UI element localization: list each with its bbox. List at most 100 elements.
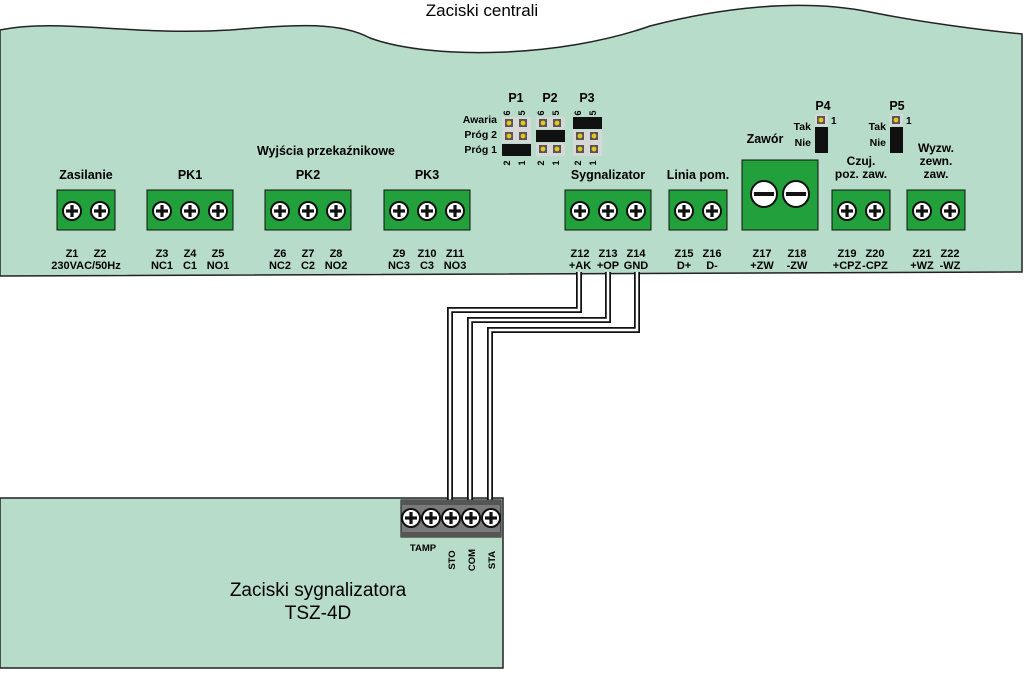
pk2-label: PK2 [296,168,320,182]
terminal-z15: Z15 [675,248,694,260]
terminal-z14-function: GND [624,260,649,272]
power-label: Zasilanie [59,168,113,182]
jumper-row-prog2: Próg 2 [464,129,497,141]
terminal-z16: Z16 [703,248,722,260]
terminal-z11-function: NO3 [444,260,467,272]
terminal-z6-function: NC2 [269,260,291,272]
terminal-z1: Z1 [66,248,79,260]
jumper-p2-pin2: 2 [536,160,546,165]
siren-board-title-1: Zaciski sygnalizatora [230,580,407,601]
jumper-p4-tak: Tak [794,121,811,133]
terminal-z21: Z21 [913,248,932,260]
jumper-p5[interactable]: P5 Tak Nie 1 [869,99,912,153]
terminal-z10: Z10 [418,248,437,260]
terminal-block-power [56,189,116,231]
jumper-p3-pin2: 2 [573,160,583,165]
valve-label: Zawór [747,132,784,146]
terminal-z10-function: C3 [420,260,434,272]
diagram-title: Zaciski centrali [426,1,538,20]
terminal-block-pk2 [264,189,352,231]
terminal-z21-function: +WZ [910,260,934,272]
terminal-block-sensor [831,189,891,231]
jumper-p2-pin6: 6 [536,110,546,115]
terminal-z7: Z7 [302,248,315,260]
terminal-z20-function: -CPZ [862,260,888,272]
terminal-z16-function: D- [706,260,718,272]
jumper-p3-pin1: 1 [588,160,598,165]
terminal-z5: Z5 [212,248,225,260]
terminal-z4-function: C1 [183,260,197,272]
terminal-z6: Z6 [274,248,287,260]
terminal-z15-function: D+ [677,260,691,272]
siren-terminal-sto: STO [447,550,458,569]
sensor-label-2: poz. zaw. [835,167,887,181]
jumper-row-prog1: Próg 1 [464,144,497,156]
terminal-z7-function: C2 [301,260,315,272]
terminal-z11: Z11 [446,248,464,260]
terminal-z1-function: 230VAC/50Hz [51,260,121,272]
jumper-p5-label: P5 [889,99,904,113]
terminal-z22-function: -WZ [940,260,961,272]
terminal-z3: Z3 [156,248,169,260]
pk3-label: PK3 [415,168,439,182]
terminal-z9-function: NC3 [388,260,410,272]
jumper-p2[interactable]: P2 6 5 2 1 [536,91,565,166]
siren-terminal-sta: STA [487,551,498,569]
jumper-p3-pin5: 5 [588,110,598,115]
jumper-p1-label: P1 [508,91,523,105]
terminal-z8: Z8 [330,248,343,260]
outputs-label: Wyjścia przekaźnikowe [257,144,395,158]
terminal-z20: Z20 [866,248,885,260]
jumper-p5-one: 1 [906,116,912,127]
terminal-block-pk1 [146,189,234,231]
terminal-z3-function: NC1 [151,260,173,272]
terminal-block-line [668,189,728,231]
terminal-z19-function: +CPZ [833,260,862,272]
terminal-z13: Z13 [599,248,618,260]
terminal-z13-function: +OP [597,260,619,272]
jumper-p1-pin6: 6 [502,110,512,115]
jumper-p4-one: 1 [831,116,837,127]
jumper-p1-pin1: 1 [517,160,527,165]
ext-label-1: Wyzw. [918,141,954,155]
terminal-z4: Z4 [184,248,198,260]
terminal-z12: Z12 [571,248,590,260]
jumper-p1-pin5: 5 [517,110,527,115]
siren-terminal-block [400,499,502,538]
pk1-label: PK1 [178,168,202,182]
terminal-z19: Z19 [838,248,857,260]
terminal-z17-function: +ZW [750,260,774,272]
siren-terminal-com: COM [467,549,478,571]
terminal-block-pk3 [383,189,471,231]
terminal-block-valve [741,159,819,231]
jumper-p3[interactable]: P3 6 5 2 1 [573,91,602,166]
terminal-z18: Z18 [788,248,807,260]
terminal-z5-function: NO1 [207,260,230,272]
wires [447,272,640,505]
jumper-p2-pin1: 1 [551,160,561,165]
jumper-p3-pin6: 6 [573,110,583,115]
jumper-p3-label: P3 [579,91,594,105]
jumper-row-awaria: Awaria [463,114,497,126]
jumper-row-labels: Awaria Próg 2 Próg 1 [463,114,497,156]
ext-label-3: zaw. [924,167,949,181]
jumper-p5-tak: Tak [869,121,886,133]
jumper-p5-nie: Nie [870,137,887,149]
jumper-p2-label: P2 [542,91,557,105]
terminal-z9: Z9 [393,248,406,260]
jumper-p2-pin5: 5 [551,110,561,115]
terminal-z12-function: +AK [569,260,591,272]
terminal-block-siren [564,189,652,231]
terminal-block-ext [906,189,966,231]
terminal-z14: Z14 [627,248,647,260]
jumper-p1[interactable]: P1 6 5 2 1 [502,91,531,166]
siren-board-title-2: TSZ-4D [285,603,352,624]
jumper-p4[interactable]: P4 Tak Nie 1 [794,99,837,153]
jumper-p1-pin2: 2 [502,160,512,165]
terminal-z2: Z2 [94,248,107,260]
siren-terminal-tamp: TAMP [410,543,437,554]
terminal-z17: Z17 [753,248,772,260]
terminal-z8-function: NO2 [325,260,348,272]
terminal-z18-function: -ZW [787,260,808,272]
